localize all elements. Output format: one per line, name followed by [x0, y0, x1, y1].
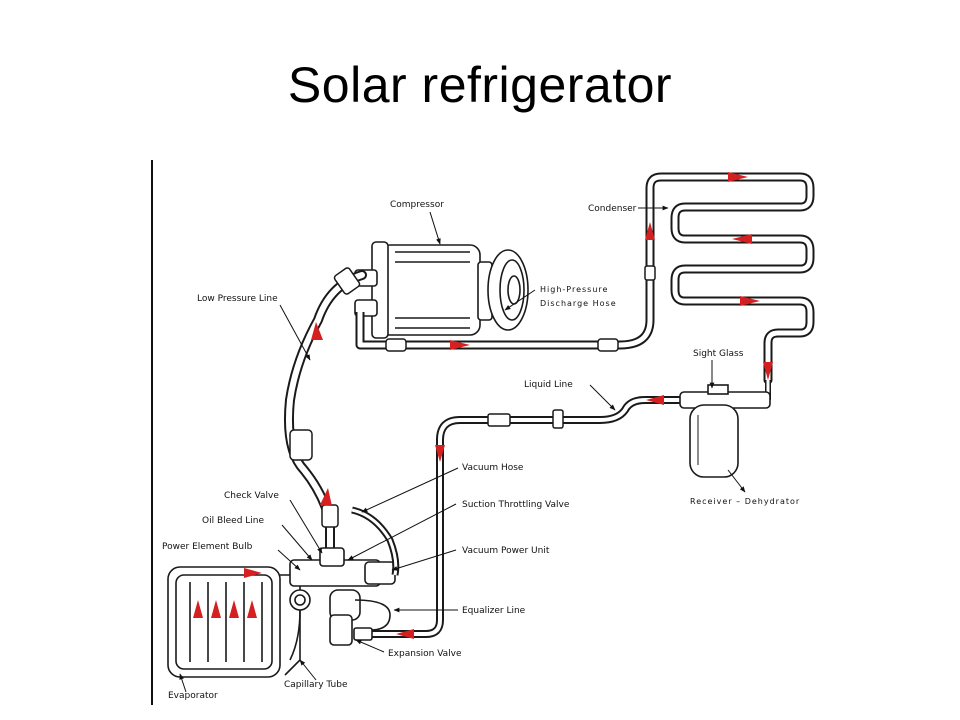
suction-throttling-valve-label: Suction Throttling Valve	[462, 500, 570, 510]
evaporator-label: Evaporator	[168, 691, 218, 701]
compressor-label: Compressor	[390, 200, 444, 210]
evaporator	[167, 566, 301, 678]
receiver-dehydrator-label: Receiver – Dehydrator	[690, 497, 800, 506]
flow-arrow	[244, 568, 262, 578]
label-leaders	[179, 205, 746, 693]
equalizer-line-label: Equalizer Line	[462, 606, 526, 616]
high-pressure-hose	[355, 262, 656, 352]
flow-arrow	[229, 600, 239, 618]
flow-arrow	[320, 488, 332, 506]
flow-arrow	[435, 445, 445, 462]
check-valve-label: Check Valve	[224, 491, 279, 501]
capillary-tube-label: Capillary Tube	[284, 680, 348, 690]
high-pressure-label-2: Discharge Hose	[540, 299, 617, 308]
flow-arrows	[193, 172, 773, 639]
vacuum-power-unit-label: Vacuum Power Unit	[462, 546, 550, 556]
condenser-label: Condenser	[588, 204, 637, 214]
slide-title: Solar refrigerator	[287, 57, 673, 113]
flow-arrow	[450, 340, 470, 350]
flow-arrow	[763, 362, 773, 380]
sight-glass-label: Sight Glass	[693, 349, 744, 359]
liquid-line	[370, 396, 690, 638]
receiver-dehydrator	[679, 380, 771, 478]
flow-arrow	[247, 600, 257, 618]
vacuum-hose-label: Vacuum Hose	[462, 463, 524, 473]
vacuum-hose	[351, 506, 400, 576]
low-pressure-line	[283, 267, 367, 555]
liquid-line-label: Liquid Line	[524, 380, 573, 390]
power-element-bulb-label: Power Element Bulb	[162, 542, 253, 552]
flow-arrow	[396, 629, 414, 639]
flow-arrow	[645, 222, 655, 240]
flow-arrow	[311, 322, 323, 340]
high-pressure-label-1: High-Pressure	[540, 285, 608, 294]
oil-bleed-line-label: Oil Bleed Line	[202, 516, 264, 526]
flow-arrow	[740, 296, 760, 306]
labels: Compressor Condenser Low Pressure Line H…	[162, 200, 800, 701]
flow-arrow	[646, 395, 664, 405]
valve-assembly	[289, 547, 396, 661]
compressor	[354, 241, 529, 339]
flow-arrow	[728, 172, 748, 182]
flow-arrow	[193, 600, 203, 618]
flow-arrow	[732, 234, 752, 244]
expansion-valve-label: Expansion Valve	[388, 649, 462, 659]
low-pressure-line-label: Low Pressure Line	[197, 294, 278, 304]
flow-arrow	[211, 600, 221, 618]
